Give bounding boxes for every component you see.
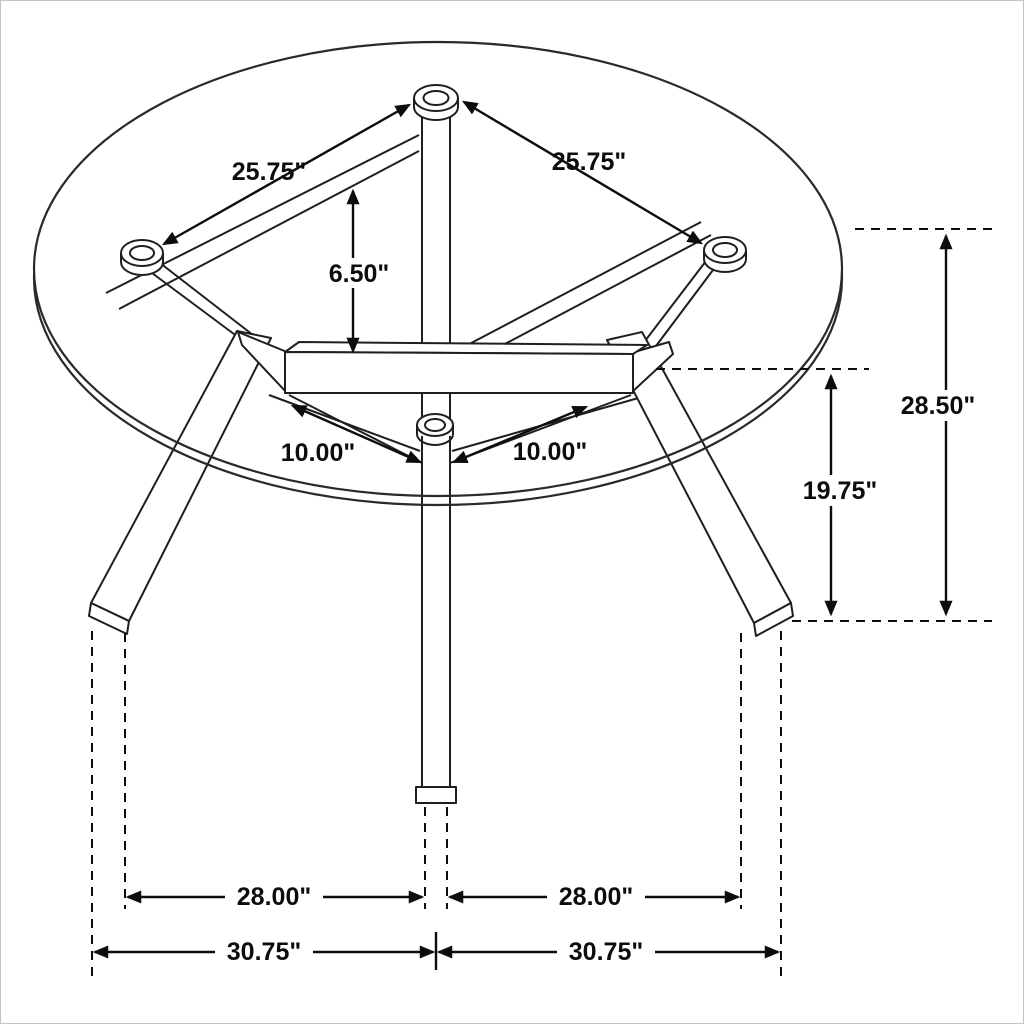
dimension-annotations: 25.75" 25.75" 6.50" 10.00" 10.00" 28.50" bbox=[92, 100, 995, 967]
glass-mount-right bbox=[703, 236, 747, 273]
dim-floor-to-apron: 19.75" bbox=[785, 373, 897, 617]
extension-lines bbox=[91, 228, 992, 976]
dim-label-inner-span-right: 28.00" bbox=[559, 883, 633, 911]
glass-mount-top bbox=[413, 84, 459, 121]
dim-hub-right: 10.00" bbox=[451, 405, 589, 466]
dim-outer-span-right: 30.75" bbox=[436, 936, 781, 967]
dim-label-floor-to-apron: 19.75" bbox=[803, 477, 877, 505]
right-leg bbox=[606, 331, 794, 637]
dim-label-outer-span-left: 30.75" bbox=[227, 938, 301, 966]
dim-label-column-height: 6.50" bbox=[329, 260, 390, 288]
pedestal-hub bbox=[416, 413, 454, 446]
right-foot bbox=[753, 602, 794, 637]
dim-hub-left: 10.00" bbox=[281, 404, 423, 467]
glass-thickness-edge bbox=[33, 273, 843, 507]
glass-mount-left bbox=[120, 239, 164, 276]
left-leg bbox=[88, 330, 272, 635]
dim-column-height: 6.50" bbox=[317, 188, 399, 354]
dim-label-hub-right: 10.00" bbox=[513, 438, 587, 466]
dim-outer-span-left: 30.75" bbox=[92, 936, 436, 967]
dim-inner-span-left: 28.00" bbox=[125, 881, 425, 912]
dim-inner-span-right: 28.00" bbox=[447, 881, 741, 912]
dim-label-overall-height: 28.50" bbox=[901, 392, 975, 420]
dim-top-left: 25.75" bbox=[161, 103, 412, 246]
apron-front-face bbox=[284, 351, 634, 394]
dim-overall-height: 28.50" bbox=[883, 233, 995, 617]
glass-top bbox=[32, 40, 844, 507]
center-foot bbox=[415, 786, 457, 804]
dim-label-top-left: 25.75" bbox=[232, 158, 306, 186]
dim-top-right: 25.75" bbox=[461, 100, 704, 245]
apron bbox=[237, 331, 674, 394]
left-foot bbox=[88, 602, 130, 635]
center-leg bbox=[415, 436, 457, 804]
dim-label-inner-span-left: 28.00" bbox=[237, 883, 311, 911]
dim-label-outer-span-right: 30.75" bbox=[569, 938, 643, 966]
dim-label-hub-left: 10.00" bbox=[281, 439, 355, 467]
dim-label-top-right: 25.75" bbox=[552, 148, 626, 176]
